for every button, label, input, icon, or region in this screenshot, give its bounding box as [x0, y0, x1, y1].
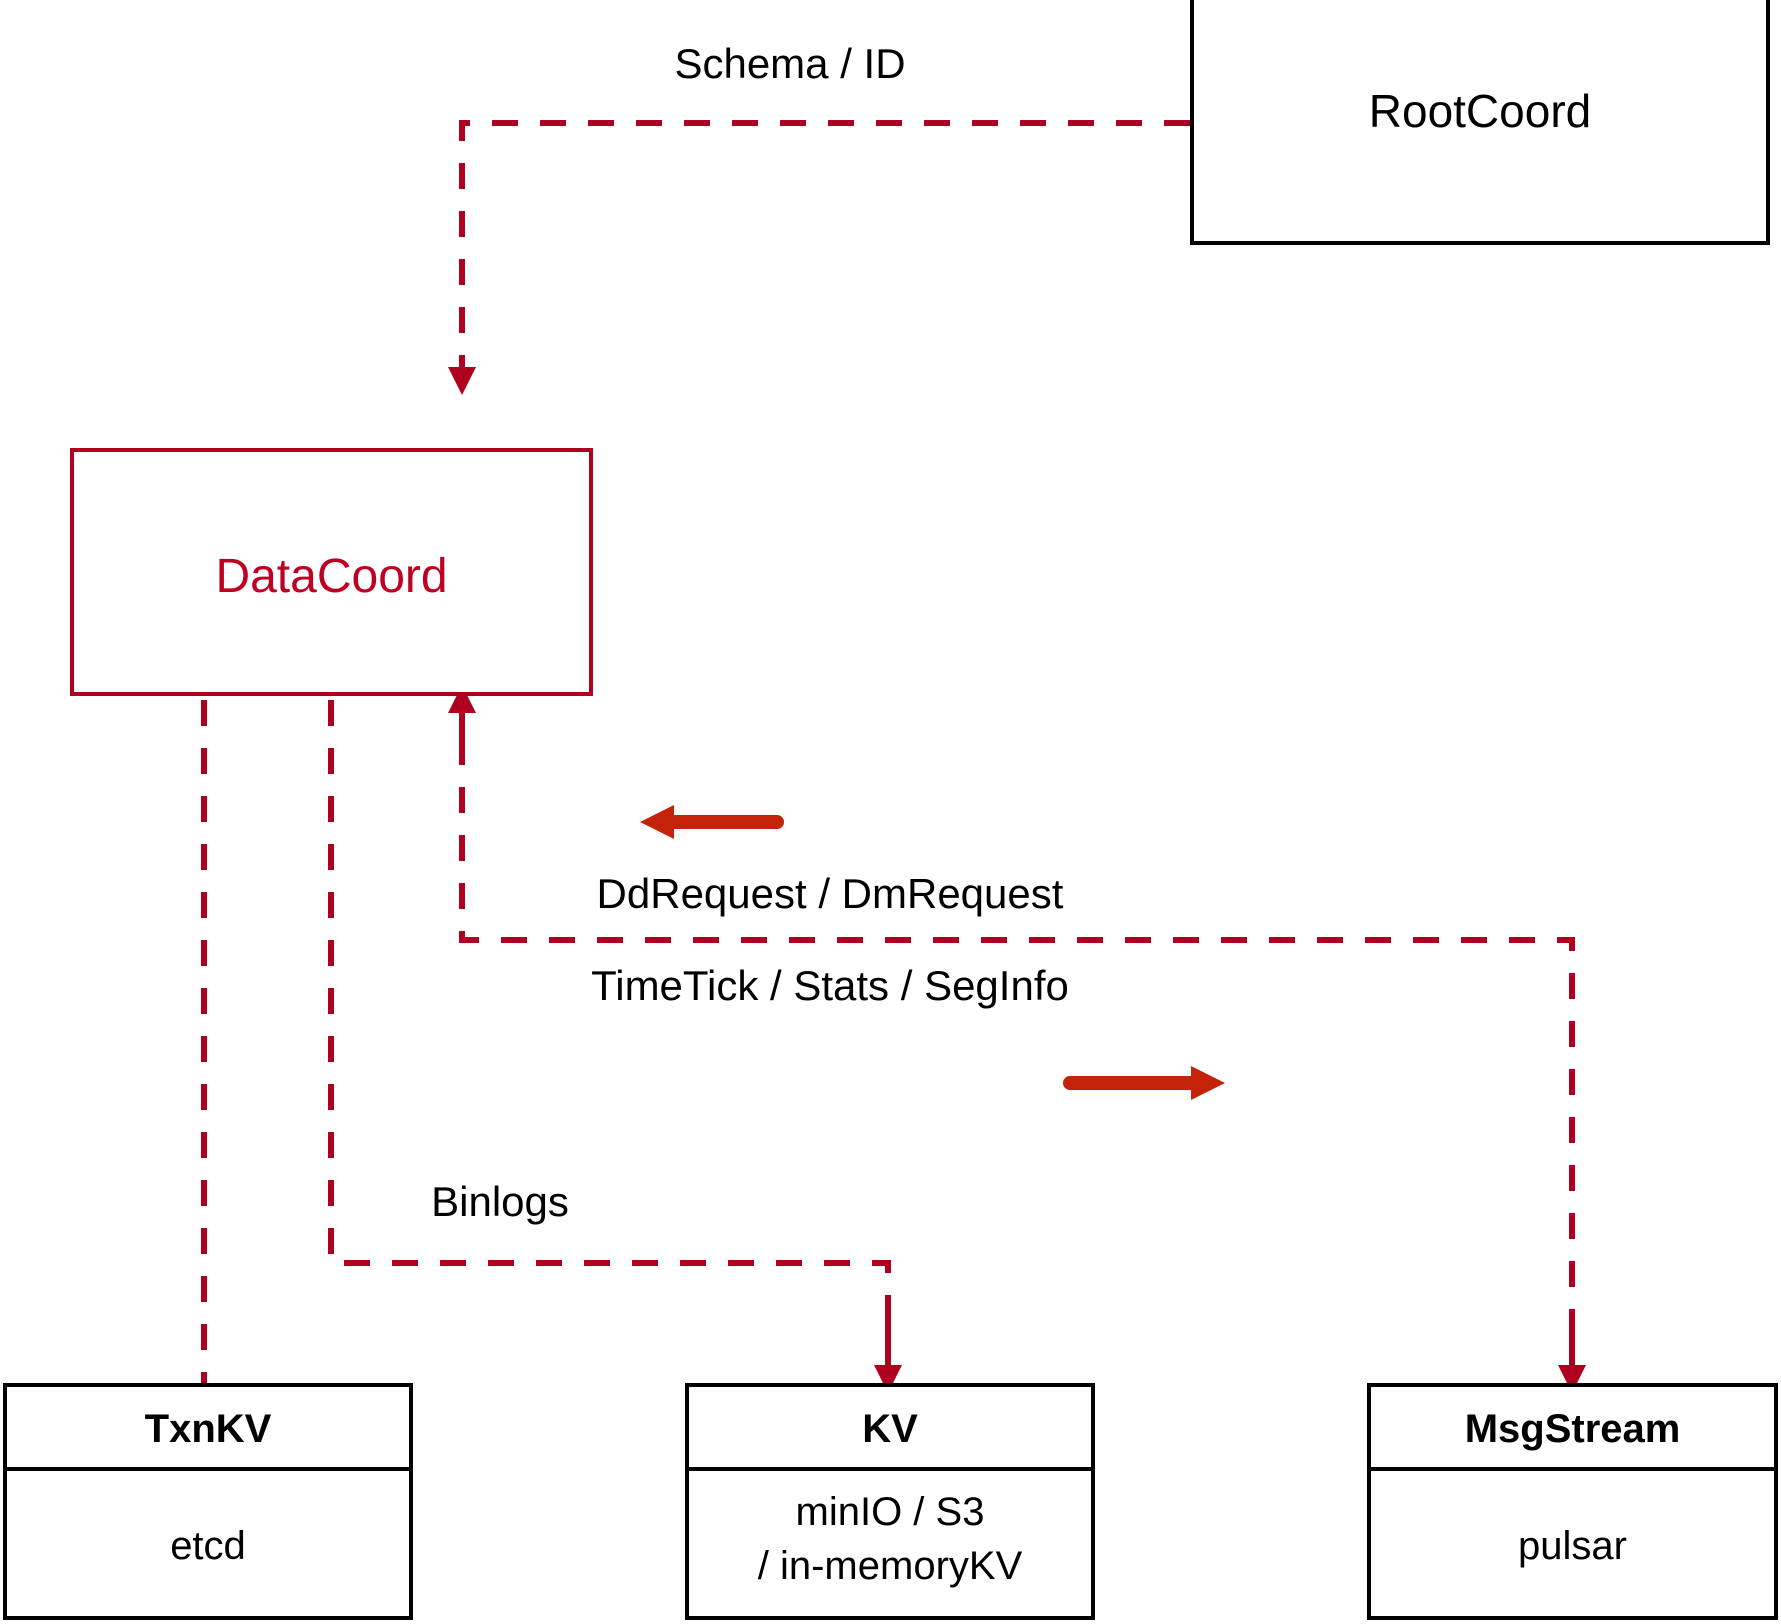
- edge-msgstream-to-datacoord: [448, 685, 1575, 1383]
- node-kv[interactable]: KV minIO / S3 / in-memoryKV: [685, 1383, 1095, 1620]
- node-msgstream-body: pulsar: [1518, 1524, 1627, 1568]
- node-kv-divider: [689, 1467, 1091, 1471]
- node-kv-body-line-2: / in-memoryKV: [757, 1544, 1023, 1588]
- node-datacoord[interactable]: DataCoord: [70, 448, 593, 696]
- node-kv-title: KV: [862, 1407, 918, 1451]
- node-msgstream-title: MsgStream: [1464, 1407, 1681, 1451]
- node-kv-body-line-1: minIO / S3: [795, 1490, 985, 1534]
- node-msgstream[interactable]: MsgStream pulsar: [1367, 1383, 1778, 1620]
- node-txnkv[interactable]: TxnKV etcd: [3, 1383, 413, 1620]
- node-rootcoord-label: RootCoord: [1368, 85, 1592, 137]
- edge-label-binlogs: Binlogs: [431, 1178, 569, 1225]
- node-datacoord-label: DataCoord: [215, 550, 448, 603]
- node-msgstream-divider: [1371, 1467, 1774, 1471]
- edge-label-schema-id: Schema / ID: [674, 40, 906, 87]
- edge-rootcoord-to-datacoord: [448, 120, 1190, 395]
- node-txnkv-title: TxnKV: [144, 1407, 272, 1451]
- edge-label-dd-dm-request: DdRequest / DmRequest: [596, 870, 1064, 917]
- node-txnkv-divider: [7, 1467, 409, 1471]
- edge-label-timetick-stats-seginfo: TimeTick / Stats / SegInfo: [591, 962, 1069, 1009]
- node-rootcoord[interactable]: RootCoord: [1190, 0, 1770, 245]
- edge-datacoord-to-kv: [328, 700, 902, 1393]
- node-txnkv-body: etcd: [170, 1524, 246, 1568]
